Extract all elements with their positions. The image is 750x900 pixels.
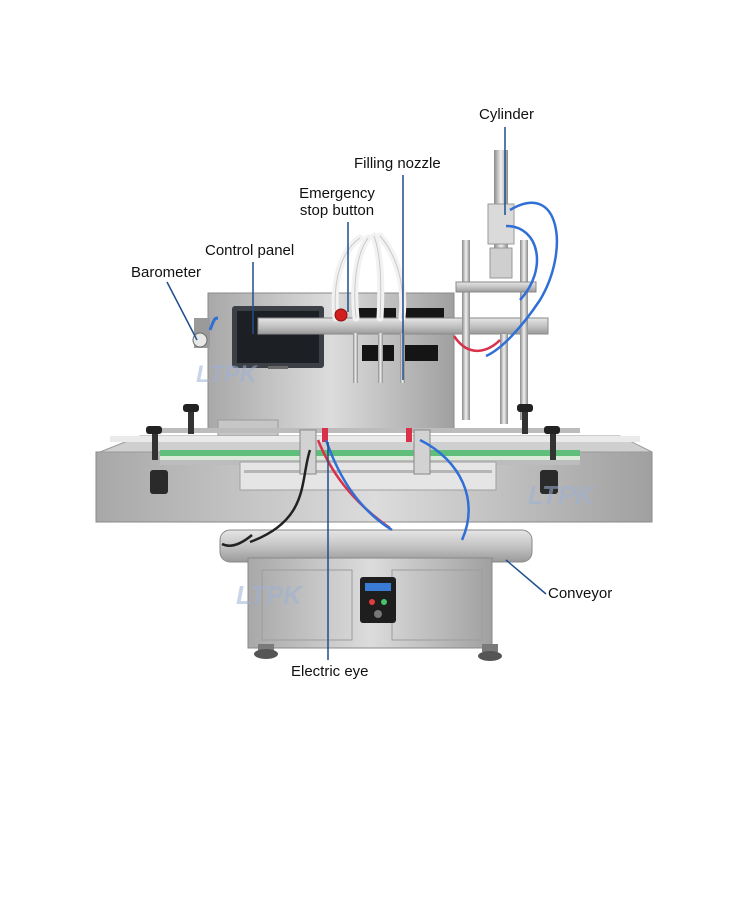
callout-lines — [166, 127, 547, 660]
electric-eye-sensors — [299, 428, 431, 475]
electric-eye-label: Electric eye — [291, 663, 369, 680]
conveyor-leader — [505, 559, 547, 595]
barometer-label: Barometer — [131, 264, 202, 281]
watermarks: LTPK LTPK LTPK — [196, 361, 596, 610]
conveyor-belt — [160, 450, 580, 460]
watermark-text: LTPK — [236, 580, 304, 610]
cylinder-label: Cylinder — [479, 106, 535, 123]
control-panel-label: Control panel — [205, 242, 295, 259]
speed-controller — [360, 577, 396, 623]
adjustment-knobs — [146, 404, 560, 494]
conveyor-label: Conveyor — [548, 585, 613, 602]
touch-screen — [232, 306, 324, 369]
leveling-feet — [254, 644, 502, 661]
emergency-stop-label: Emergency stop button — [299, 185, 375, 219]
barometer-leader — [166, 281, 198, 341]
filling-nozzle-label: Filling nozzle — [354, 155, 441, 172]
watermark-text: LTPK — [528, 480, 596, 510]
conveyor-underside — [239, 461, 497, 491]
cylinder-assembly — [455, 150, 537, 424]
watermark-text: LTPK — [196, 361, 259, 388]
emergency-stop-icon — [334, 308, 348, 322]
barometer-gauge — [192, 316, 219, 348]
sensor-cables — [221, 438, 470, 547]
air-hoses — [452, 201, 559, 358]
